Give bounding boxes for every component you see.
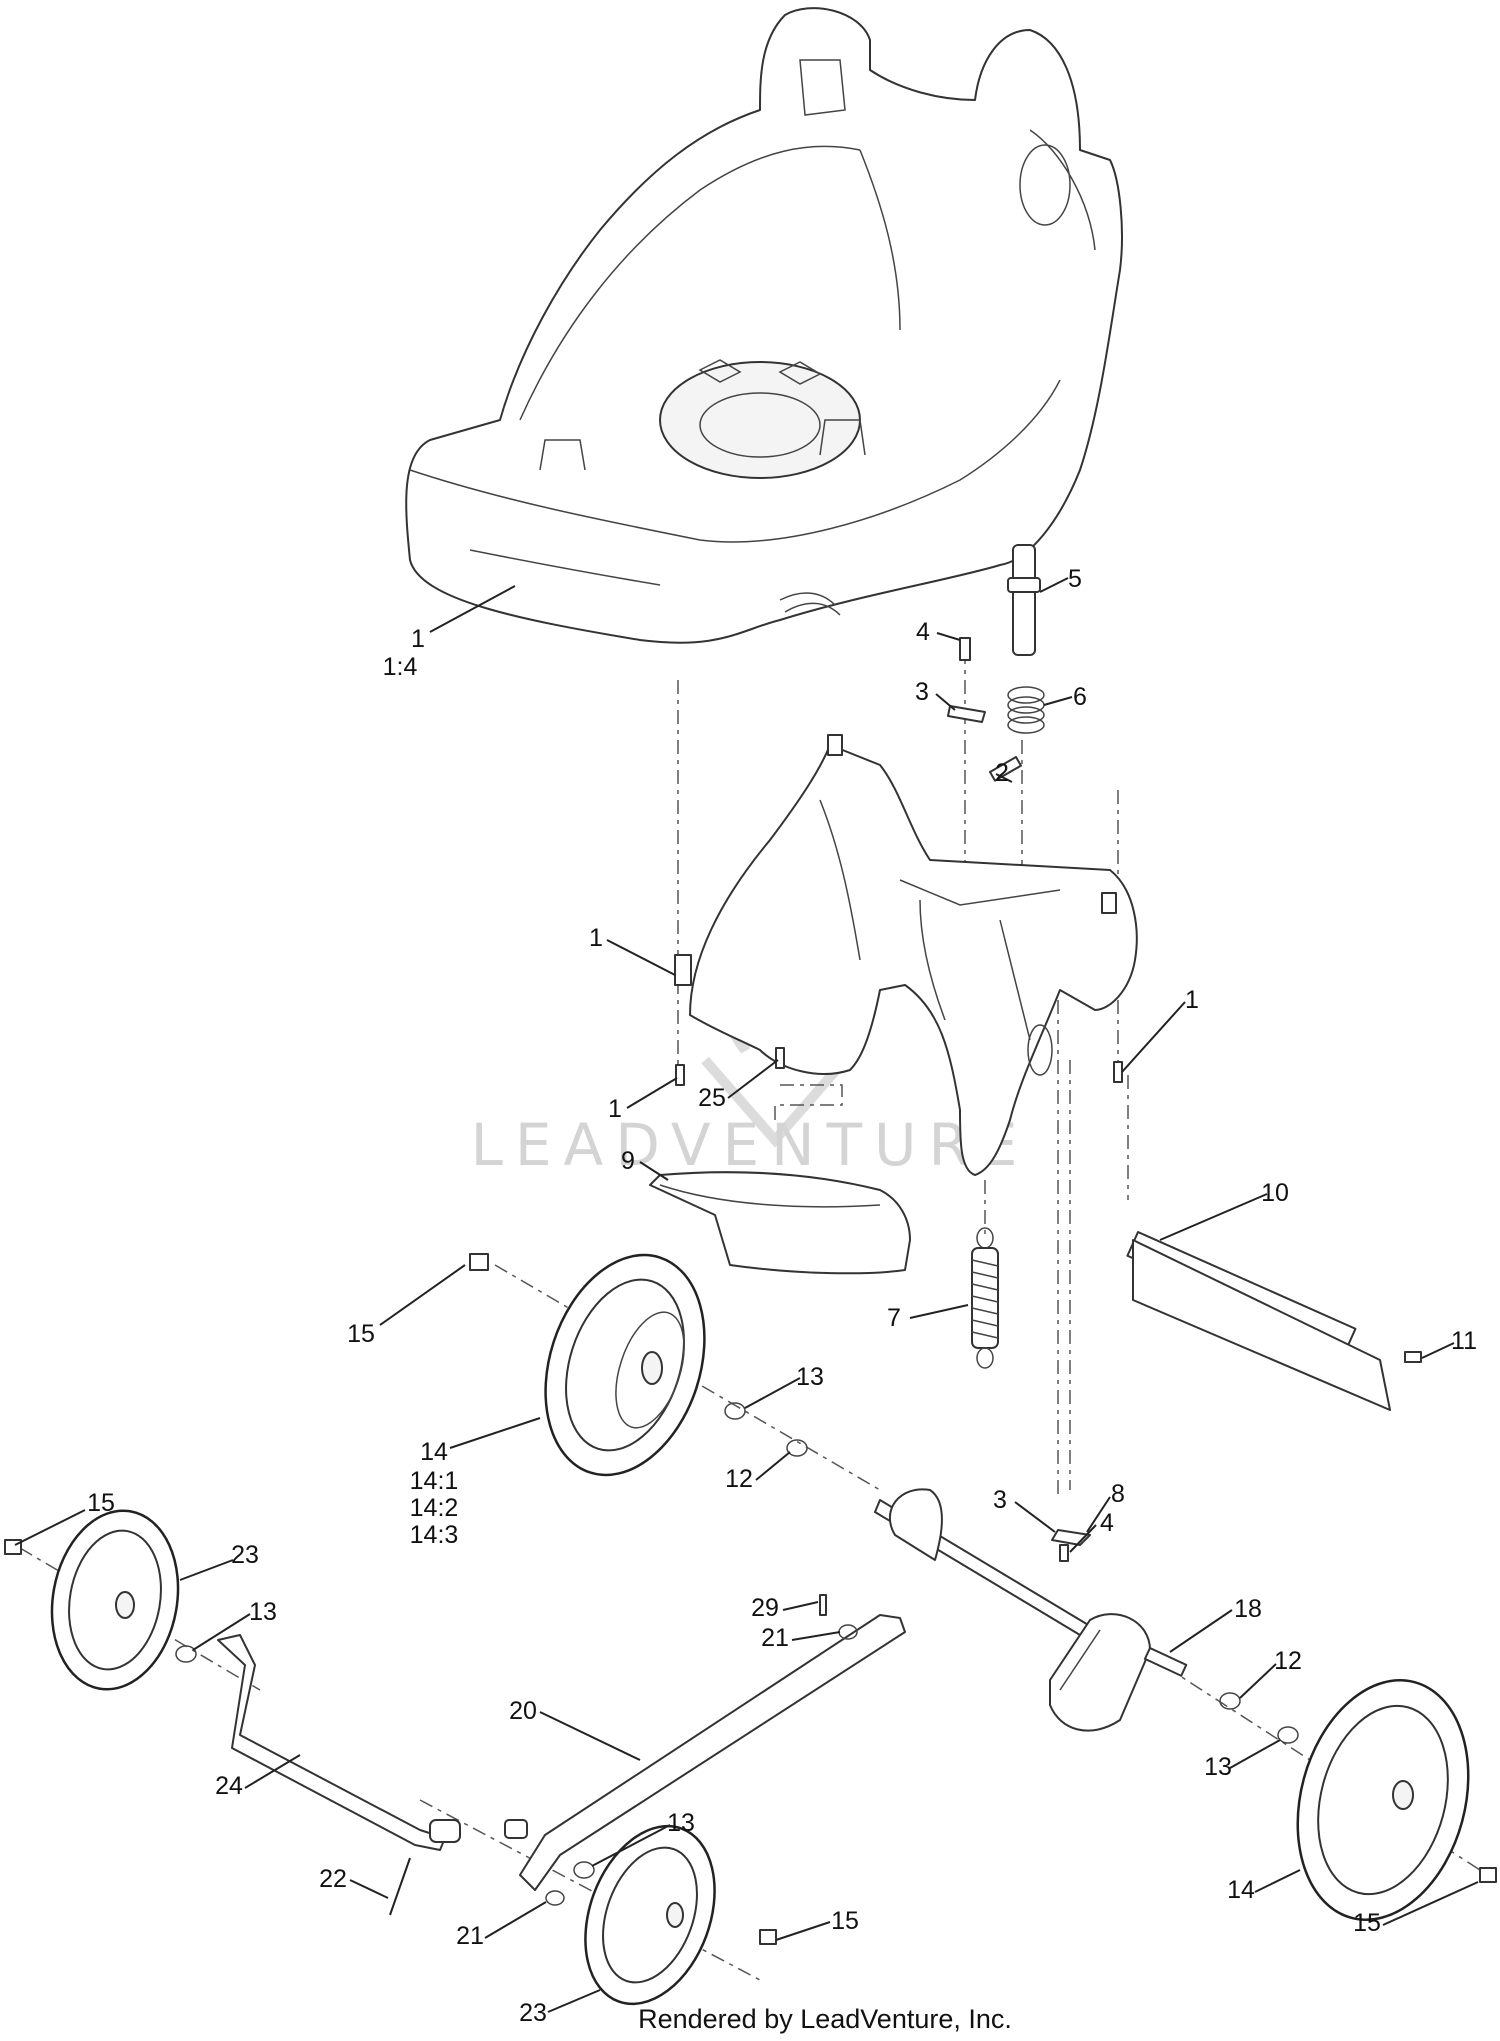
screw-4-lower bbox=[1059, 1544, 1069, 1562]
callout-label: 1 bbox=[1185, 986, 1199, 1014]
bolt-15-bottom bbox=[759, 1929, 777, 1945]
callout-label: 15 bbox=[87, 1489, 115, 1517]
height-adjust-bar bbox=[519, 1614, 906, 1891]
callout-label: 1:4 bbox=[383, 653, 418, 681]
washer-13-top bbox=[724, 1402, 746, 1420]
pin-22 bbox=[389, 1857, 411, 1916]
callout-label: 6 bbox=[1073, 683, 1087, 711]
bolt-15-top bbox=[469, 1253, 489, 1271]
callout-label: 23 bbox=[231, 1541, 259, 1569]
rear-frame-casting bbox=[674, 734, 1138, 1176]
rear-wheel-right bbox=[1296, 1679, 1470, 1921]
leader-lines bbox=[14, 577, 1479, 2013]
callout-label: 20 bbox=[509, 1697, 537, 1725]
callout-label: 13 bbox=[667, 1809, 695, 1837]
callout-label: 13 bbox=[1204, 1753, 1232, 1781]
callout-label: 10 bbox=[1261, 1179, 1289, 1207]
callout-label: 22 bbox=[319, 1865, 347, 1893]
callout-label: 15 bbox=[347, 1320, 375, 1348]
footer-credit: Rendered by LeadVenture, Inc. bbox=[638, 2004, 1012, 2034]
front-wheel-bottom bbox=[584, 1824, 716, 2006]
callout-label: 1 bbox=[608, 1095, 622, 1123]
washer-12-top bbox=[786, 1439, 808, 1457]
callout-label: 15 bbox=[831, 1907, 859, 1935]
callout-label: 14:1 bbox=[410, 1467, 459, 1495]
callout-label: 3 bbox=[993, 1486, 1007, 1514]
callout-label: 12 bbox=[1274, 1647, 1302, 1675]
callout-label: 12 bbox=[725, 1465, 753, 1493]
washer-13-right bbox=[1277, 1726, 1299, 1744]
washer-13-left bbox=[175, 1645, 197, 1663]
callout-label: 11 bbox=[1451, 1327, 1477, 1355]
extension-spring bbox=[971, 1227, 999, 1369]
cotter-pin-29 bbox=[819, 1594, 827, 1616]
callout-label: 13 bbox=[796, 1363, 824, 1391]
callout-label: 7 bbox=[887, 1304, 901, 1332]
callout-label: 24 bbox=[215, 1772, 243, 1800]
deck-housing bbox=[405, 7, 1123, 644]
callout-label: 13 bbox=[249, 1598, 277, 1626]
callout-label: 14:2 bbox=[410, 1494, 459, 1522]
callout-label: 14 bbox=[420, 1438, 448, 1466]
rear-flap bbox=[1126, 1231, 1391, 1411]
callout-label: 3 bbox=[915, 678, 929, 706]
compression-spring bbox=[1007, 686, 1045, 734]
callout-label: 21 bbox=[761, 1624, 789, 1652]
callout-label: 1 bbox=[411, 625, 425, 653]
front-wheel-left bbox=[50, 1509, 180, 1691]
callout-label: 9 bbox=[621, 1147, 635, 1175]
washer-21-bottom bbox=[545, 1890, 565, 1906]
front-axle bbox=[217, 1634, 528, 1851]
callout-label: 4 bbox=[916, 618, 930, 646]
callout-label: 2 bbox=[995, 759, 1009, 787]
watermark-text: LEADVENTURE bbox=[471, 1111, 1030, 1179]
callout-label: 15 bbox=[1353, 1909, 1381, 1937]
callout-label: 21 bbox=[456, 1922, 484, 1950]
callout-label: 14:3 bbox=[410, 1521, 459, 1549]
callout-label: 29 bbox=[751, 1594, 779, 1622]
callout-label: 14 bbox=[1227, 1876, 1255, 1904]
callout-label: 1 bbox=[589, 924, 603, 952]
discharge-chute bbox=[649, 1171, 911, 1275]
callout-label: 23 bbox=[519, 1999, 547, 2027]
callout-label: 8 bbox=[1111, 1480, 1125, 1508]
bolt-15-right bbox=[1479, 1867, 1497, 1883]
rear-wheel-top bbox=[544, 1253, 706, 1477]
height-lever bbox=[1007, 544, 1045, 734]
washer-13-bottom bbox=[573, 1861, 595, 1879]
callout-label: 18 bbox=[1234, 1595, 1262, 1623]
washer-12-right bbox=[1219, 1692, 1241, 1710]
callout-label: 25 bbox=[698, 1084, 726, 1112]
callout-label: 5 bbox=[1068, 565, 1082, 593]
rear-axle-assembly bbox=[874, 1488, 1188, 1732]
callout-label: 4 bbox=[1100, 1509, 1114, 1537]
watermark: LEADVENTURE bbox=[471, 913, 1030, 1179]
